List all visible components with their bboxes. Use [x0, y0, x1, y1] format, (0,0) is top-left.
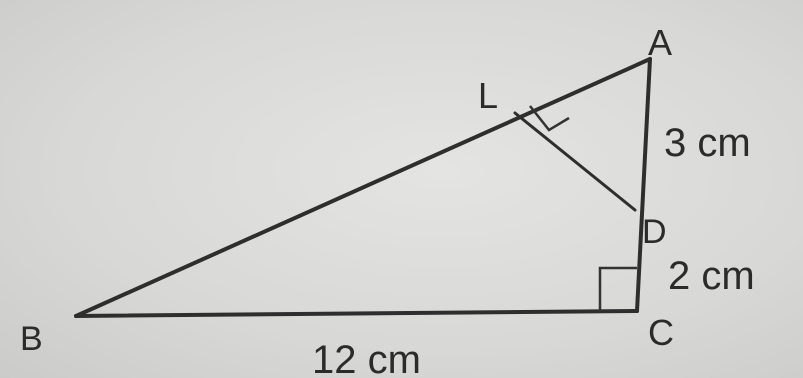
vertex-label-d: D — [642, 213, 667, 251]
vertex-label-a: A — [648, 22, 672, 63]
side-bc — [74, 309, 639, 318]
vertex-label-c: C — [648, 312, 674, 353]
vertex-label-l: L — [478, 75, 498, 116]
right-angle-marker-l — [529, 105, 570, 132]
side-ab — [74, 57, 652, 318]
side-ac — [635, 57, 652, 313]
measure-dc: 2 cm — [668, 254, 755, 298]
vertex-label-b: B — [20, 320, 43, 358]
measure-bc: 12 cm — [312, 338, 421, 378]
segment-dl — [513, 111, 637, 212]
measure-ad: 3 cm — [664, 121, 751, 165]
right-angle-marker-c — [598, 266, 637, 311]
